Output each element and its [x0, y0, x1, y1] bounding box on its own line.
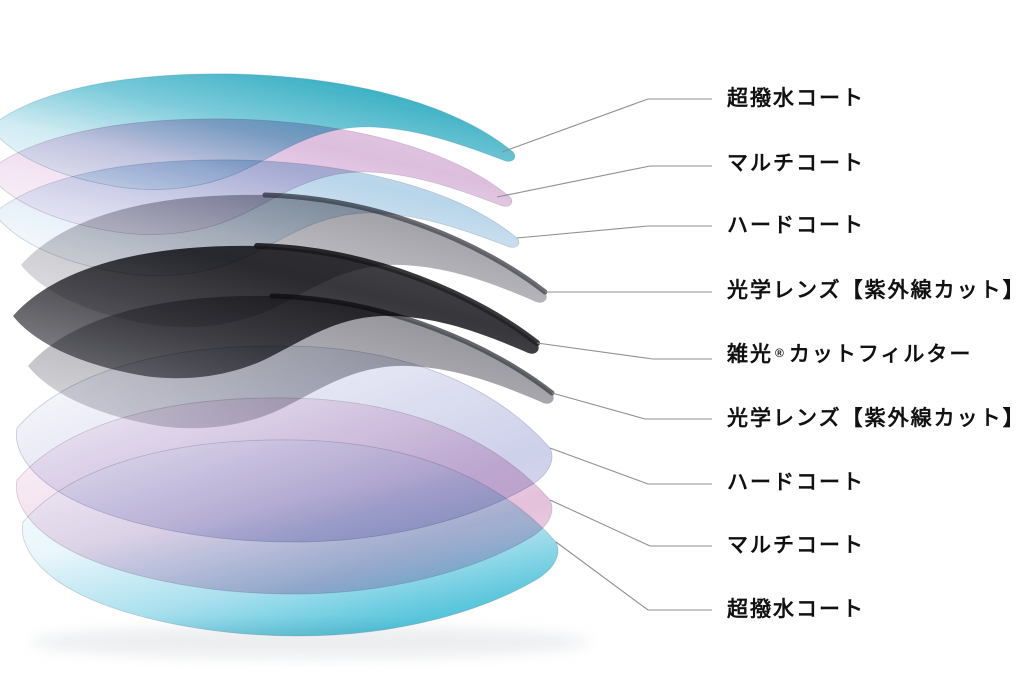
- leader-optical-lens-lower: [551, 392, 712, 420]
- label-optical-lens-lower: 光学レンズ【紫外線カット】: [727, 407, 1024, 430]
- glare-cut-filter-text-tail: カットフィルター: [788, 343, 973, 366]
- leader-hard-coat-top: [516, 225, 712, 239]
- label-hard-coat-top: ハードコート: [727, 214, 865, 237]
- label-multi-coat-top: マルチコート: [727, 152, 865, 175]
- label-glare-cut-filter: 雑光®カットフィルター: [727, 340, 972, 370]
- label-water-repellent-bottom: 超撥水コート: [727, 598, 865, 621]
- label-water-repellent-top: 超撥水コート: [727, 87, 865, 110]
- ground-shadow: [30, 626, 590, 658]
- label-hard-coat-bottom: ハードコート: [727, 471, 865, 494]
- label-multi-coat-bottom: マルチコート: [727, 534, 865, 557]
- leader-multi-coat-top: [496, 165, 712, 198]
- glare-cut-filter-text: 雑光: [727, 343, 773, 366]
- leader-hard-coat-bottom: [549, 447, 712, 485]
- leader-lines: [496, 98, 712, 611]
- leader-water-repellent-top: [501, 98, 712, 153]
- leader-water-repellent-bottom: [555, 541, 712, 611]
- leader-glare-cut-filter: [536, 342, 712, 360]
- label-optical-lens-upper: 光学レンズ【紫外線カット】: [727, 279, 1024, 302]
- leader-multi-coat-bottom: [549, 499, 712, 547]
- registered-trademark-symbol: ®: [775, 346, 786, 360]
